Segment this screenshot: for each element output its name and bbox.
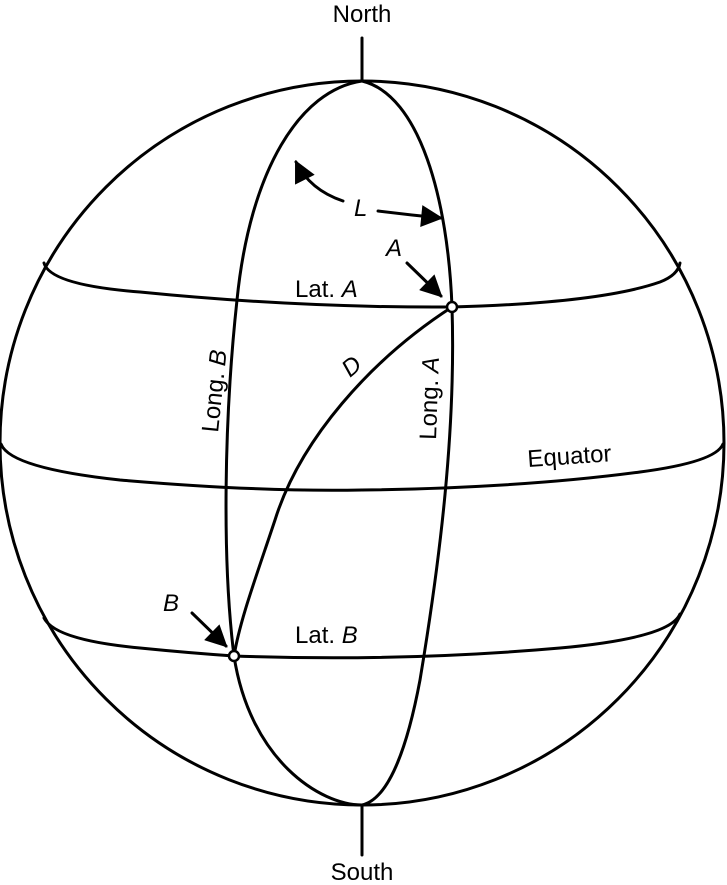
distance-d-arc [232,305,454,658]
point-a-marker [445,300,459,314]
longitude-b-prefix: Long. [197,364,231,433]
point-a-label: A [384,235,402,262]
angle-l-arrow-right [376,205,444,228]
angle-l-label: L [354,195,367,222]
point-b-arrow [190,611,228,648]
longitude-b-meridian [224,79,364,807]
equator-label: Equator [527,440,613,473]
latitude-b-line [42,612,682,660]
longitude-a-var: A [417,357,445,376]
longitude-a-meridian [360,79,455,807]
distance-d-label: D [337,351,368,383]
latitude-a-label: Lat. A [295,276,358,303]
latitude-b-prefix: Lat. [295,622,342,649]
latitude-a-var: A [340,276,358,303]
longitude-b-var: B [204,349,233,368]
sphere-outline [0,79,726,807]
south-label: South [331,859,394,885]
equator-line [0,442,725,492]
point-b-marker [227,649,241,663]
longitude-a-label: Long. A [415,357,445,441]
latitude-b-var: B [342,622,358,649]
angle-l-arrow-left [294,160,345,203]
latitude-a-line [42,261,682,309]
longitude-a-prefix: Long. [415,373,444,441]
north-label: North [333,1,392,28]
latitude-a-prefix: Lat. [295,276,342,303]
latitude-b-label: Lat. B [295,622,358,649]
point-a-arrow [405,261,443,298]
point-b-label: B [163,590,179,617]
